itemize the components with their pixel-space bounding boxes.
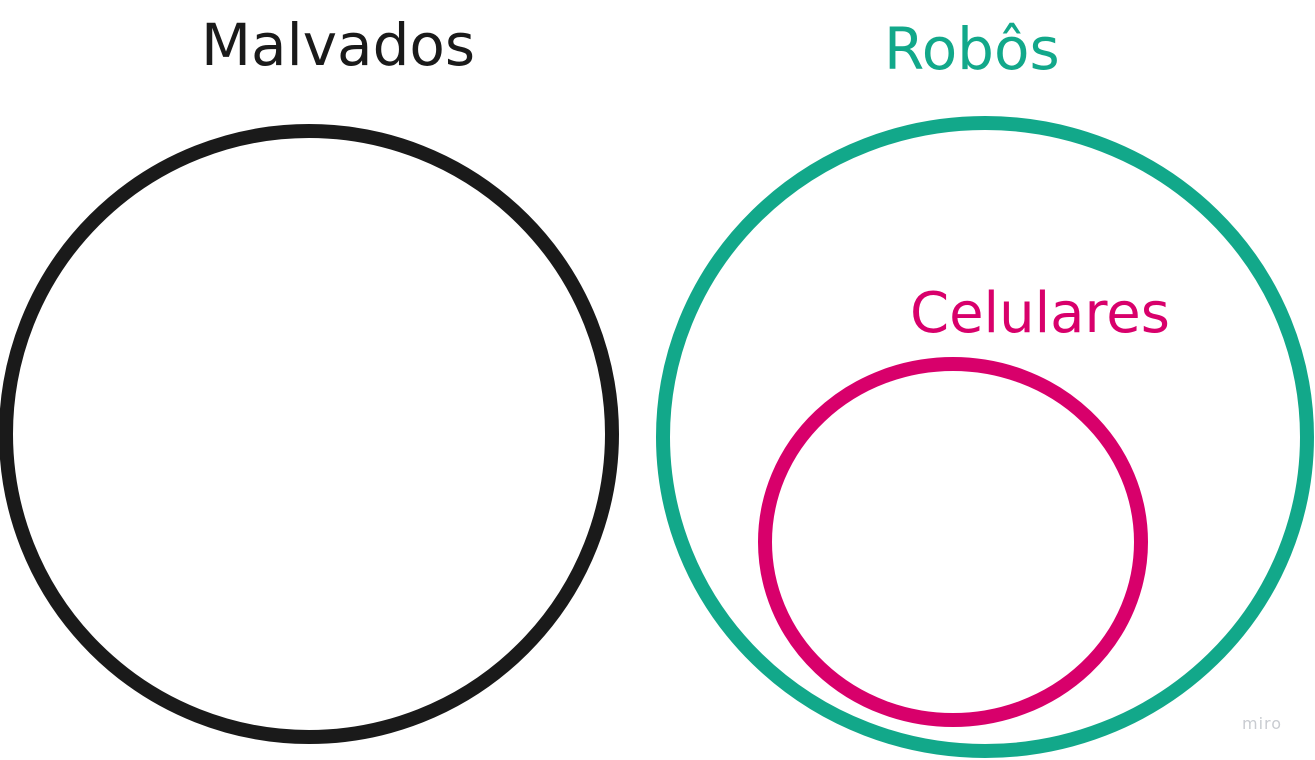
malvados-label: Malvados [201,11,476,79]
celulares-circle [758,357,1148,727]
robos-circle [656,116,1314,758]
robos-label: Robôs [884,15,1060,83]
celulares-label: Celulares [910,281,1170,346]
miro-watermark: miro [1242,714,1283,733]
malvados-circle [0,124,619,744]
